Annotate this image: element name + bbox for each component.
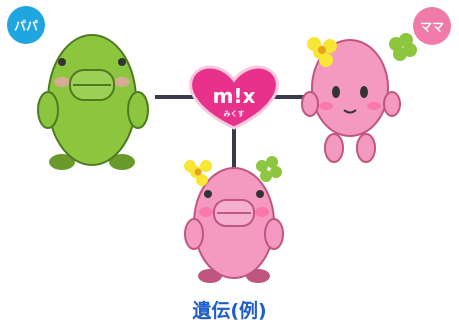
- father-badge: パパ: [7, 6, 45, 44]
- mother-badge: ママ: [413, 7, 451, 45]
- mix-logo-text: m!x: [213, 84, 256, 108]
- child-character: [184, 156, 284, 283]
- father-label: パパ: [13, 18, 38, 33]
- flower-icon: [307, 37, 337, 67]
- mother-label: ママ: [419, 19, 444, 34]
- leaf-icon: [256, 156, 282, 182]
- leaf-icon: [389, 33, 417, 61]
- mix-heart-logo: m!x みくす: [189, 65, 279, 130]
- flower-icon: [184, 160, 212, 186]
- mix-logo-subtext: みくす: [224, 110, 245, 118]
- father-character: [37, 34, 149, 170]
- diagram-caption: 遺伝(例): [192, 300, 267, 322]
- mother-character: [301, 33, 417, 163]
